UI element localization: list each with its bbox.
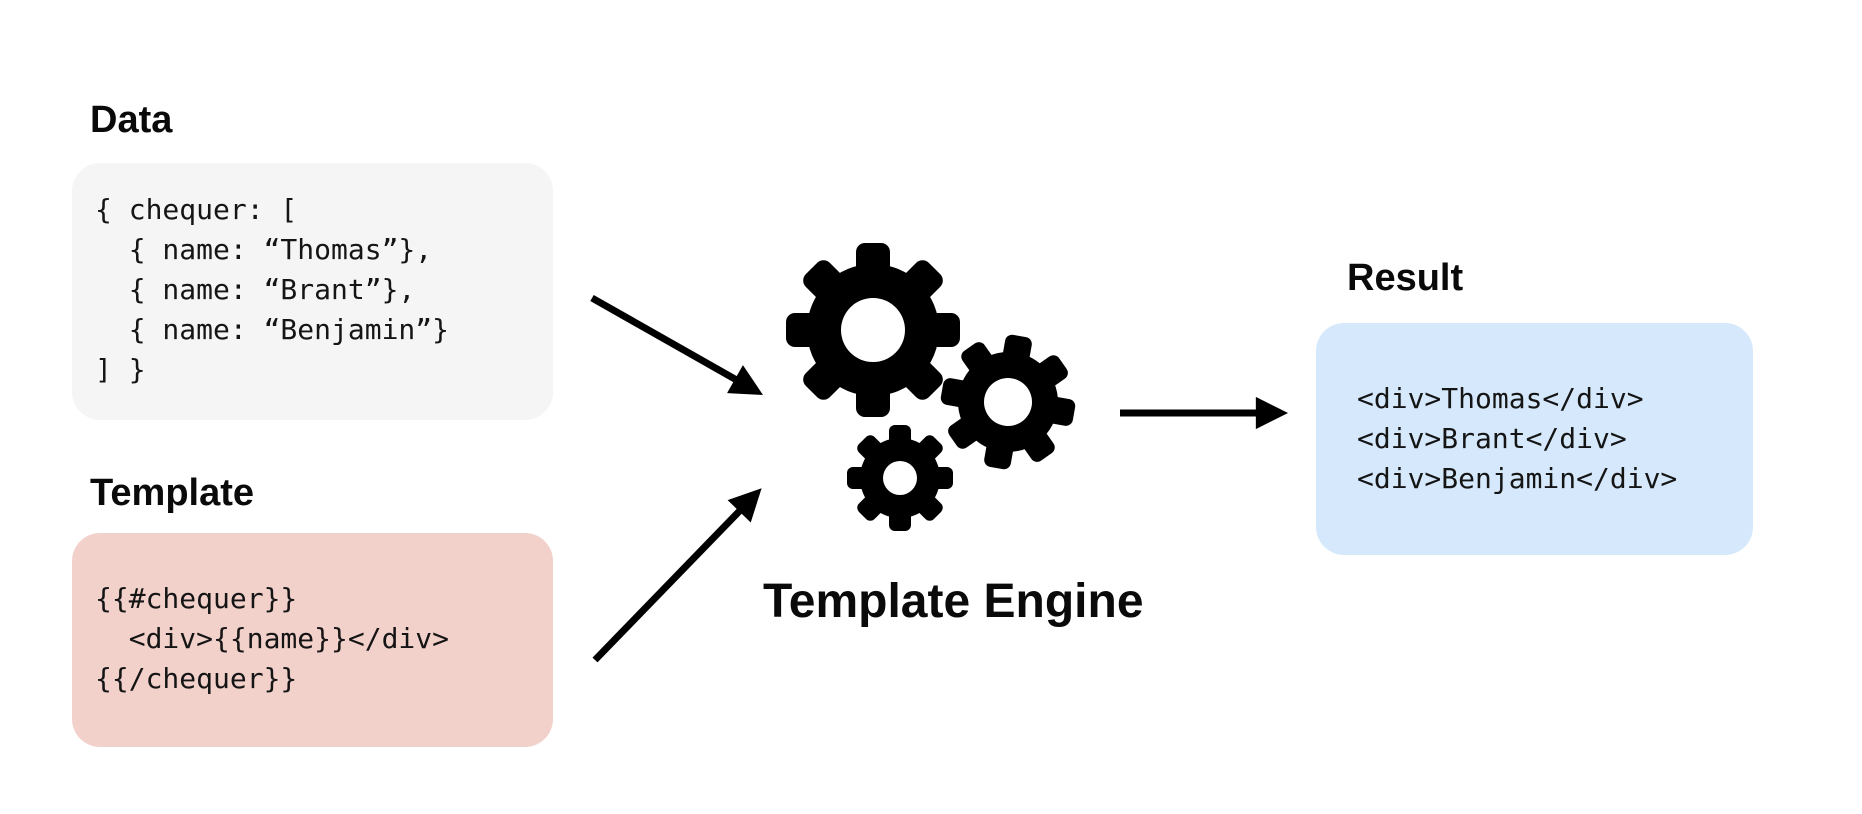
- result-code: <div>Thomas</div> <div>Brant</div> <div>…: [1357, 382, 1678, 495]
- result-section-label: Result: [1347, 257, 1464, 299]
- gears-icon: [780, 237, 1080, 537]
- result-code-box: <div>Thomas</div> <div>Brant</div> <div>…: [1316, 323, 1753, 555]
- data-code-box: { chequer: [ { name: “Thomas”}, { name: …: [72, 163, 553, 420]
- engine-label: Template Engine: [763, 575, 1144, 628]
- template-code: {{#chequer}} <div>{{name}}</div> {{/cheq…: [95, 582, 450, 695]
- gear-medium: [940, 334, 1076, 470]
- gear-large: [786, 243, 960, 417]
- gear-small: [847, 425, 953, 531]
- template-code-box: {{#chequer}} <div>{{name}}</div> {{/cheq…: [72, 533, 553, 747]
- data-section-label: Data: [90, 99, 173, 141]
- arrow-data-to-engine: [590, 294, 764, 395]
- arrow-template-to-engine: [592, 488, 762, 663]
- template-section-label: Template: [90, 472, 255, 514]
- data-code: { chequer: [ { name: “Thomas”}, { name: …: [95, 193, 450, 386]
